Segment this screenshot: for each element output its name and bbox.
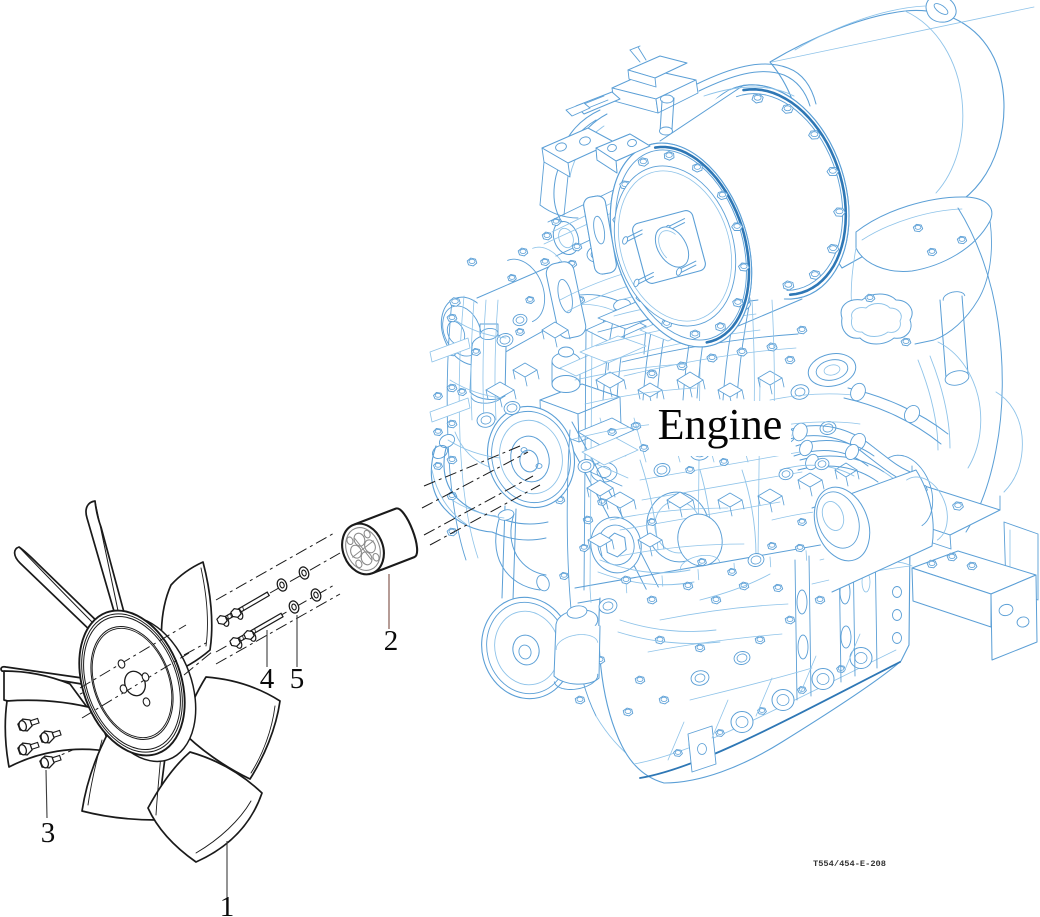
svg-text:4: 4	[260, 663, 275, 695]
svg-text:T554/454-E-208: T554/454-E-208	[813, 859, 886, 869]
svg-text:3: 3	[41, 817, 56, 849]
svg-text:5: 5	[290, 663, 305, 695]
svg-text:1: 1	[220, 891, 235, 917]
svg-text:Engine: Engine	[658, 400, 783, 449]
svg-text:2: 2	[384, 625, 399, 657]
